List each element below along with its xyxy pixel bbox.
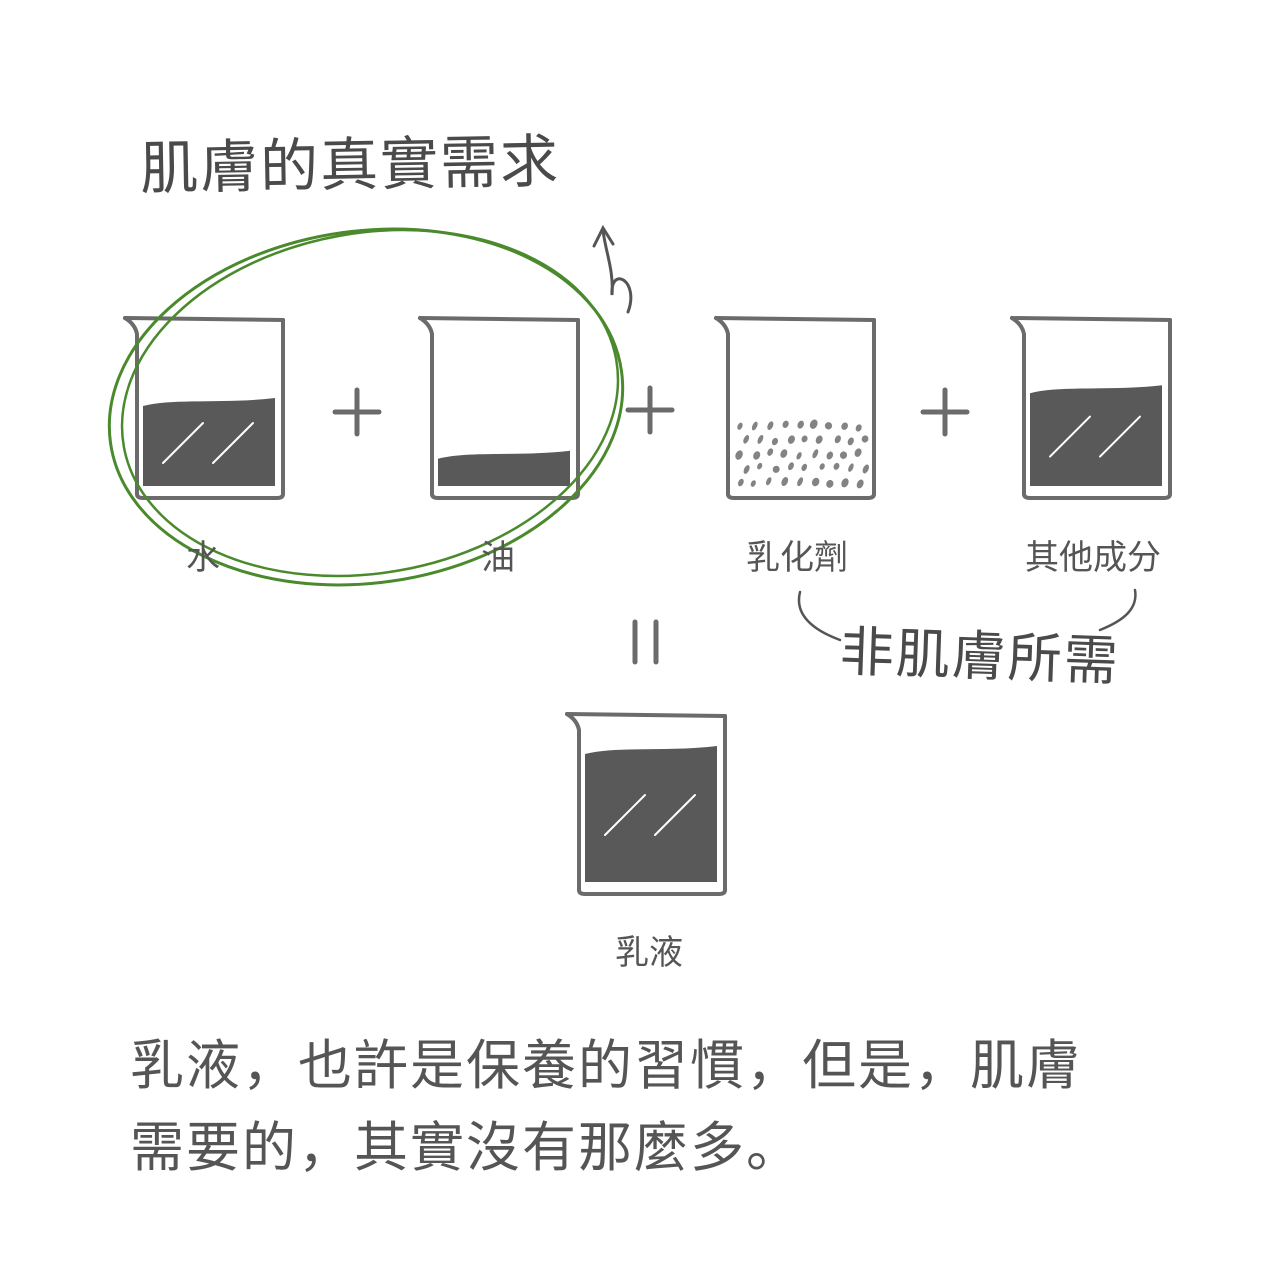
particle: [797, 477, 804, 487]
annotation-skin-real-needs: 肌膚的真實需求: [139, 127, 561, 203]
label-lotion: 乳液: [615, 933, 683, 973]
plus-sign-2: [625, 385, 675, 435]
bracket-line: [797, 588, 1137, 642]
beaker-water: [123, 316, 285, 500]
particle: [826, 479, 834, 488]
particle: [855, 424, 862, 432]
caption-text: 乳液，也許是保養的習慣，但是，肌膚 需要的，其實沒有那麼多。: [130, 1025, 1190, 1189]
particle: [743, 465, 750, 474]
label-other-ingredients: 其他成分: [1025, 538, 1161, 578]
equals-sign: [632, 619, 659, 665]
beaker-other-outline: [1010, 316, 1172, 500]
sketch-highlight: [162, 422, 254, 464]
particle: [797, 420, 804, 429]
plus-sign-3: [920, 387, 970, 437]
particle: [751, 421, 758, 431]
beaker-oil: [418, 316, 580, 500]
plus-sign-1: [332, 387, 382, 437]
sketch-highlight: [604, 794, 696, 836]
beaker-lotion-liquid: [585, 746, 717, 882]
label-oil: 油: [481, 538, 515, 578]
particle: [737, 478, 744, 487]
particle: [766, 477, 772, 486]
beaker-lotion-rim: [565, 712, 727, 718]
caption-line-2: 需要的，其實沒有那麼多。: [130, 1116, 802, 1179]
beaker-other: [1010, 316, 1172, 500]
beaker-emulsifier: [714, 316, 876, 500]
beaker-water-rim: [123, 316, 285, 322]
beaker-oil-liquid: [438, 450, 570, 486]
beaker-lotion: [565, 712, 727, 896]
beaker-lotion-outline: [565, 712, 727, 896]
particle: [780, 449, 788, 458]
particle: [737, 422, 743, 430]
particle: [772, 465, 780, 473]
particle: [811, 477, 820, 487]
particle: [819, 463, 825, 470]
beaker-other-liquid: [1030, 385, 1162, 486]
arrow-up-icon: [601, 228, 633, 314]
particle: [812, 449, 819, 459]
particle: [743, 435, 750, 444]
label-emulsifier: 乳化劑: [746, 538, 848, 578]
particle: [862, 464, 869, 474]
particle: [801, 463, 808, 472]
particle: [788, 462, 794, 471]
particle: [796, 452, 802, 460]
particle: [841, 478, 849, 488]
particle: [826, 451, 834, 460]
beaker-water-liquid: [143, 398, 275, 486]
beaker-emulsifier-outline: [714, 316, 876, 500]
particle: [767, 421, 774, 430]
particle: [841, 422, 849, 430]
arrow-head: [592, 224, 615, 248]
beaker-oil-outline: [418, 316, 580, 500]
particle: [767, 448, 774, 456]
particle: [782, 420, 789, 428]
particle: [809, 419, 818, 429]
beaker-water-outline: [123, 316, 285, 500]
annotation-not-needed: 非肌膚所需: [838, 620, 1121, 693]
particle: [735, 450, 743, 460]
particle: [856, 479, 864, 489]
beaker-other-rim: [1010, 316, 1172, 322]
particle: [848, 463, 854, 472]
particle: [781, 477, 789, 487]
particle: [757, 462, 763, 470]
sketch-highlight: [1049, 415, 1141, 458]
particle: [861, 435, 869, 443]
beaker-oil-rim: [418, 316, 580, 322]
particle: [854, 448, 862, 457]
highlight-circle: [107, 227, 625, 587]
particle: [815, 435, 823, 444]
label-water: 水: [186, 538, 220, 578]
particle: [834, 435, 841, 444]
caption-line-1: 乳液，也許是保養的習慣，但是，肌膚: [130, 1034, 1082, 1097]
particle: [771, 437, 779, 446]
particle: [787, 435, 795, 444]
beaker-emulsifier-rim: [714, 316, 876, 322]
emulsifier-particles: [735, 419, 869, 489]
particle: [833, 462, 840, 470]
particle: [753, 451, 761, 460]
particle: [839, 451, 848, 459]
particle: [750, 480, 756, 487]
particle: [757, 434, 764, 444]
particle: [801, 435, 808, 443]
particle: [847, 437, 854, 446]
particle: [824, 422, 833, 430]
